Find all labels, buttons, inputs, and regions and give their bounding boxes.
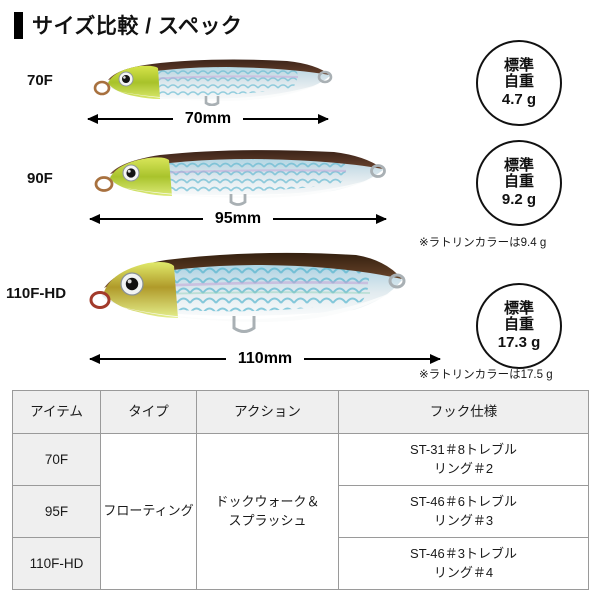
weight-bubble-label-line1: 標準 <box>503 300 534 318</box>
lure-image-90f <box>94 150 386 206</box>
table-row: 110F-HD ST-46＃3トレブル リング＃4 <box>12 537 589 590</box>
cell-item-70f: 70F <box>12 433 101 486</box>
cell-action-line1: ドックウォーク＆ <box>215 493 320 509</box>
page-title: サイズ比較 / スペック <box>32 15 243 38</box>
dimension-line-70mm: 70mm <box>87 108 329 130</box>
model-label-90f: 90F <box>27 170 53 187</box>
cell-hook-line2: リング＃4 <box>433 564 494 580</box>
column-header-hook: フック仕様 <box>338 390 589 434</box>
cell-hook-line2: リング＃3 <box>433 512 494 528</box>
dimension-arrow-left <box>89 354 226 364</box>
dimension-arrow-left <box>87 114 173 124</box>
weight-bubble-110f-hd: 標準 自重 17.3 g <box>476 283 562 369</box>
dimension-line-110mm: 110mm <box>89 348 441 370</box>
cell-item-110f-hd: 110F-HD <box>12 537 101 590</box>
lure-image-70f <box>93 59 333 106</box>
column-header-item: アイテム <box>12 390 101 434</box>
weight-bubble-label-line2: 自重 <box>503 173 534 191</box>
dimension-arrow-right <box>304 354 441 364</box>
weight-bubble-value: 4.7 g <box>501 90 537 108</box>
header-accent-bar <box>14 11 23 39</box>
cell-hook-line1: ST-31＃8トレブル <box>410 441 517 457</box>
table-header-row: アイテム タイプ アクション フック仕様 <box>12 390 589 434</box>
weight-bubble-70f: 標準 自重 4.7 g <box>476 40 562 126</box>
dimension-arrow-left <box>89 214 203 224</box>
model-label-70f: 70F <box>27 72 53 89</box>
column-header-action: アクション <box>196 390 339 434</box>
page-header: サイズ比較 / スペック <box>14 10 242 40</box>
cell-action: ドックウォーク＆ スプラッシュ <box>196 433 339 590</box>
dimension-arrow-right <box>273 214 387 224</box>
table-row: 70F フローティング ドックウォーク＆ スプラッシュ ST-31＃8トレブル … <box>12 433 589 590</box>
cell-hook-line2: リング＃2 <box>433 460 494 476</box>
weight-bubble-value: 17.3 g <box>497 333 541 351</box>
column-header-type: タイプ <box>100 390 197 434</box>
cell-hook-110f-hd: ST-46＃3トレブル リング＃4 <box>338 537 589 590</box>
weight-bubble-value: 9.2 g <box>501 190 537 208</box>
dimension-label-70mm: 70mm <box>184 110 232 127</box>
cell-hook-70f: ST-31＃8トレブル リング＃2 <box>338 433 589 486</box>
weight-bubble-label-line1: 標準 <box>503 57 534 75</box>
cell-item-95f: 95F <box>12 485 101 538</box>
weight-bubble-label-line2: 自重 <box>503 73 534 91</box>
dimension-label-95mm: 95mm <box>214 210 262 227</box>
dimension-label-110mm: 110mm <box>237 350 293 367</box>
footnote-rattlin-90f: ※ラトリンカラーは9.4 g <box>419 237 547 249</box>
dimension-arrow-right <box>243 114 329 124</box>
cell-hook-line1: ST-46＃3トレブル <box>410 545 517 561</box>
model-label-110f-hd: 110F-HD <box>6 285 67 302</box>
spec-table: アイテム タイプ アクション フック仕様 70F フローティング ドックウォーク… <box>12 390 589 590</box>
cell-hook-line1: ST-46＃6トレブル <box>410 493 517 509</box>
weight-bubble-label-line2: 自重 <box>503 316 534 334</box>
lure-image-110f-hd <box>89 252 406 333</box>
cell-type-floating: フローティング <box>100 433 197 590</box>
cell-hook-95f: ST-46＃6トレブル リング＃3 <box>338 485 589 538</box>
weight-bubble-90f: 標準 自重 9.2 g <box>476 140 562 226</box>
dimension-line-95mm: 95mm <box>89 208 387 230</box>
footnote-rattlin-110f-hd: ※ラトリンカラーは17.5 g <box>419 369 553 381</box>
cell-action-line2: スプラッシュ <box>228 512 307 528</box>
weight-bubble-label-line1: 標準 <box>503 157 534 175</box>
